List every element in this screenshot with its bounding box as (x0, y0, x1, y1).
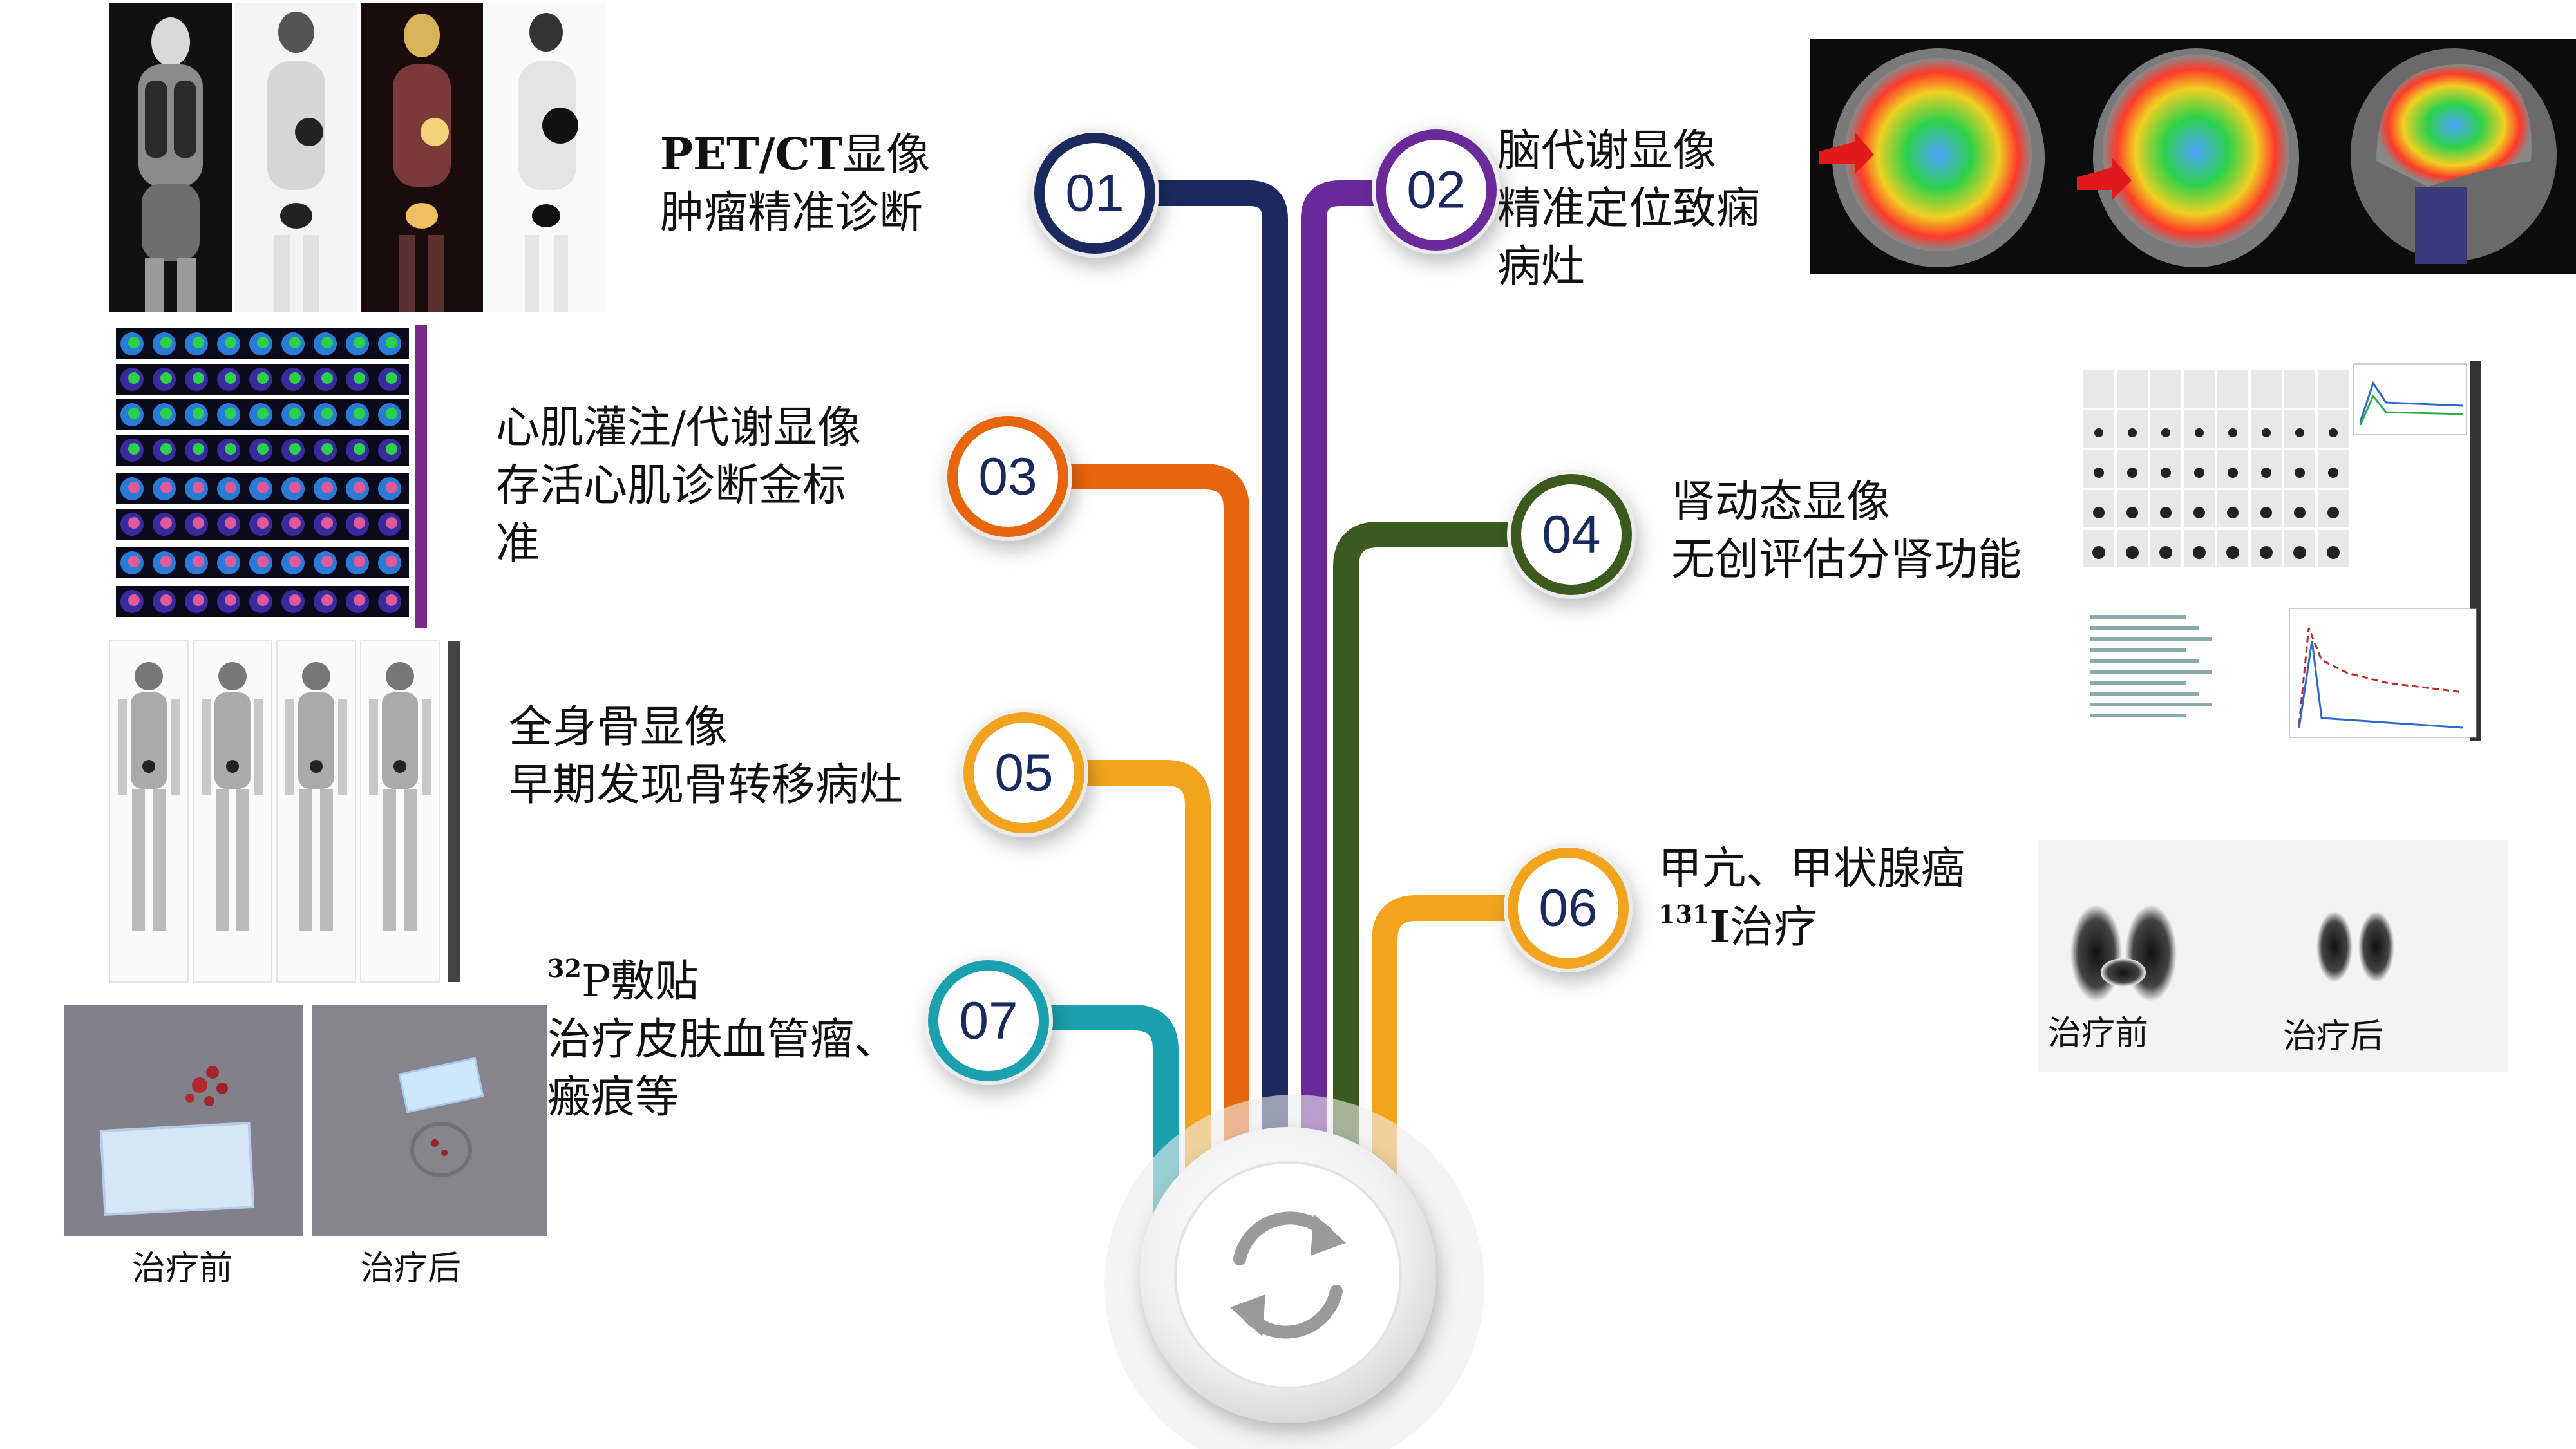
label-06: 甲亢、甲状腺癌 131I治疗 (1658, 840, 1965, 957)
label-04-line2: 无创评估分肾功能 (1671, 535, 2022, 585)
label-03: 心肌灌注/代谢显像 存活心肌诊断金标 准 (496, 399, 861, 573)
arrow-marker-2 (2077, 158, 2132, 200)
label-01-line2: 肿瘤精准诊断 (660, 187, 923, 238)
central-hub (1104, 1095, 1484, 1449)
thyroid-image-panel (2038, 840, 2508, 1072)
node-badge-02: 02 (1372, 126, 1501, 254)
arrow-marker-1 (1819, 132, 1874, 174)
wire-03 (992, 464, 1249, 1198)
label-02-line1: 脑代谢显像 (1497, 126, 1717, 176)
label-04-line1: 肾动态显像 (1671, 477, 1891, 527)
wire-07 (979, 1005, 1179, 1236)
label-02: 脑代谢显像 精准定位致痫 病灶 (1497, 122, 1760, 296)
label-03-line2: 存活心肌诊断金标 (496, 460, 847, 511)
node-badge-07: 07 (924, 956, 1053, 1085)
label-07-line2: 治疗皮肤血管瘤、 (547, 1014, 898, 1065)
wire-05 (1011, 760, 1211, 1211)
skin-after-drawing (312, 1005, 547, 1236)
label-03-line3: 准 (496, 518, 540, 569)
label-06-isotope-mass: 131 (1658, 900, 1710, 929)
node-badge-05: 05 (960, 708, 1088, 837)
brain-pet-image-panel (1810, 39, 2576, 274)
brain-pet-scans (1819, 48, 2557, 267)
skin-caption-before: 治疗前 (132, 1249, 233, 1288)
label-07: 32P敷贴 治疗皮肤血管瘤、 瘢痕等 (547, 953, 898, 1127)
badge-number-01: 01 (1065, 164, 1124, 223)
node-badge-06: 06 (1504, 844, 1633, 972)
label-02-line2: 精准定位致痫 (1497, 184, 1761, 234)
skin-before-photo (64, 1005, 303, 1236)
wire-01 (1082, 180, 1288, 1185)
node-badge-03: 03 (943, 412, 1072, 541)
label-01: PET/CT显像 肿瘤精准诊断 (660, 126, 930, 242)
badge-number-06: 06 (1539, 879, 1597, 938)
petct-body-scans (109, 3, 605, 312)
label-05: 全身骨显像 早期发现骨转移病灶 (509, 699, 903, 815)
thyroid-caption-after: 治疗后 (2283, 1018, 2384, 1056)
label-06-line1: 甲亢、甲状腺癌 (1658, 844, 1965, 895)
label-01-line1-cjk: 显像 (842, 129, 931, 180)
badge-number-05: 05 (994, 744, 1053, 802)
badge-number-03: 03 (978, 448, 1037, 506)
thyroid-caption-before: 治疗前 (2048, 1014, 2149, 1053)
label-03-line1: 心肌灌注/代谢显像 (496, 402, 861, 453)
skin-caption-after: 治疗后 (361, 1249, 462, 1288)
label-06-element: I (1709, 902, 1730, 953)
label-07-isotope-mass: 32 (547, 954, 582, 983)
badge-number-02: 02 (1406, 161, 1465, 220)
label-02-line3: 病灶 (1497, 242, 1586, 292)
label-07-line1-text: 敷贴 (611, 956, 699, 1007)
badge-number-07: 07 (959, 992, 1018, 1050)
label-01-line1-latin: PET/CT (660, 129, 843, 180)
renal-scan-frames (2077, 357, 2483, 744)
label-04: 肾动态显像 无创评估分肾功能 (1671, 473, 2022, 589)
skin-before-drawing (64, 1005, 303, 1236)
bone-scan-bodies (103, 638, 464, 985)
myocardial-image-panel (113, 322, 435, 631)
label-06-line2-text: 治疗 (1730, 902, 1818, 953)
badge-number-04: 04 (1542, 506, 1600, 564)
label-07-element: P (581, 956, 611, 1007)
petct-image-panel (109, 3, 605, 312)
bone-scan-image-panel (103, 638, 464, 985)
wire-06 (1372, 895, 1584, 1211)
node-badge-04: 04 (1507, 470, 1636, 599)
wire-02 (1301, 180, 1488, 1185)
label-07-line3: 瘢痕等 (547, 1072, 679, 1123)
label-05-line2: 早期发现骨转移病灶 (509, 760, 904, 811)
myocardial-slices (113, 322, 435, 631)
label-05-line1: 全身骨显像 (509, 702, 728, 753)
wire-04 (1333, 522, 1584, 1198)
refresh-icon (1230, 1211, 1346, 1339)
skin-after-photo (312, 1005, 547, 1236)
node-badge-01: 01 (1030, 129, 1159, 258)
thyroid-scans (2070, 905, 2394, 1001)
renal-image-panel (2077, 357, 2483, 744)
